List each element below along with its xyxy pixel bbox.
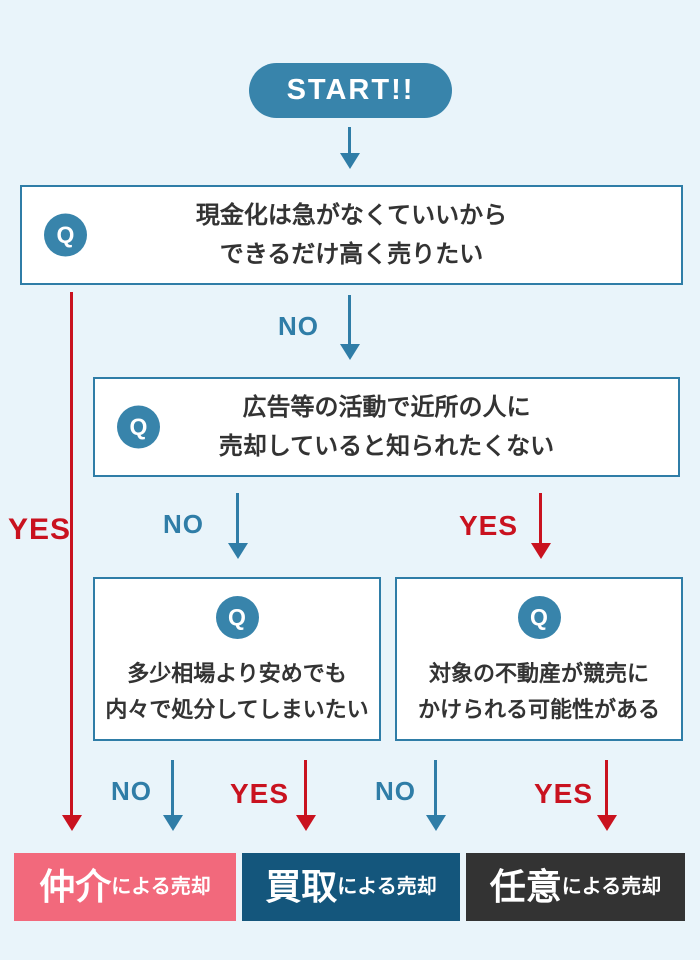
question-box-3: Q 多少相場より安めでも 内々で処分してしまいたい xyxy=(93,577,381,741)
q3-no-label: NO xyxy=(111,776,152,806)
question-box-1: Q 現金化は急がなくていいから できるだけ高く売りたい xyxy=(20,185,683,285)
result-1-emphasis: 仲介 xyxy=(39,866,112,907)
q1-no-label: NO xyxy=(278,311,319,341)
q-icon: Q xyxy=(517,596,561,639)
arrow-q2-no-to-q3 xyxy=(236,493,239,544)
q3-yes-label: YES xyxy=(230,778,290,809)
result-3-rest: による売却 xyxy=(561,876,662,898)
arrow-q1-yes-to-result1 xyxy=(70,292,73,816)
arrow-q1-no-to-q2 xyxy=(348,295,351,345)
arrow-q3-yes-to-result2 xyxy=(304,760,307,816)
question-3-text: 多少相場より安めでも 内々で処分してしまいたい xyxy=(105,656,368,728)
q-icon: Q xyxy=(44,213,87,257)
question-2-line2: 売却していると知られたくない xyxy=(218,433,555,460)
question-4-line2: かけられる可能性がある xyxy=(417,697,660,722)
start-pill: START!! xyxy=(249,63,452,118)
question-1-line1: 現金化は急がなくていいから xyxy=(195,202,508,229)
question-box-2: Q 広告等の活動で近所の人に 売却していると知られたくない xyxy=(93,377,680,477)
result-2-emphasis: 買取 xyxy=(265,866,338,907)
result-1-rest: による売却 xyxy=(111,876,211,898)
question-1-text: 現金化は急がなくていいから できるだけ高く売りたい xyxy=(22,187,681,283)
arrow-q2-yes-to-q4 xyxy=(539,493,542,544)
result-2-rest: による売却 xyxy=(337,876,437,898)
q1-yes-label: YES xyxy=(8,513,72,546)
start-label: START!! xyxy=(286,74,415,106)
arrow-q3-no-to-result1 xyxy=(171,760,174,816)
arrow-q4-no-to-result2 xyxy=(434,760,437,816)
question-2-line1: 広告等の活動で近所の人に xyxy=(242,394,531,421)
q2-no-label: NO xyxy=(163,509,204,539)
question-3-line1: 多少相場より安めでも xyxy=(127,661,347,686)
result-box-voluntary-sale: 任意による売却 xyxy=(466,853,685,921)
q-icon: Q xyxy=(215,596,259,639)
q-icon: Q xyxy=(117,405,160,449)
result-3-emphasis: 任意 xyxy=(489,866,562,907)
q2-yes-label: YES xyxy=(459,510,519,541)
question-4-text: 対象の不動産が競売に かけられる可能性がある xyxy=(418,656,660,728)
q4-no-label: NO xyxy=(375,776,416,806)
arrow-start-to-q1 xyxy=(348,127,351,154)
question-1-line2: できるだけ高く売りたい xyxy=(219,241,484,268)
question-2-text: 広告等の活動で近所の人に 売却していると知られたくない xyxy=(95,379,678,475)
result-box-brokerage-sale: 仲介による売却 xyxy=(14,853,236,921)
result-box-purchase-sale: 買取による売却 xyxy=(242,853,460,921)
question-box-4: Q 対象の不動産が競売に かけられる可能性がある xyxy=(395,577,683,741)
arrow-q4-yes-to-result3 xyxy=(605,760,608,816)
question-4-line1: 対象の不動産が競売に xyxy=(428,661,649,686)
question-3-line2: 内々で処分してしまいたい xyxy=(105,697,369,722)
q4-yes-label: YES xyxy=(534,778,594,809)
